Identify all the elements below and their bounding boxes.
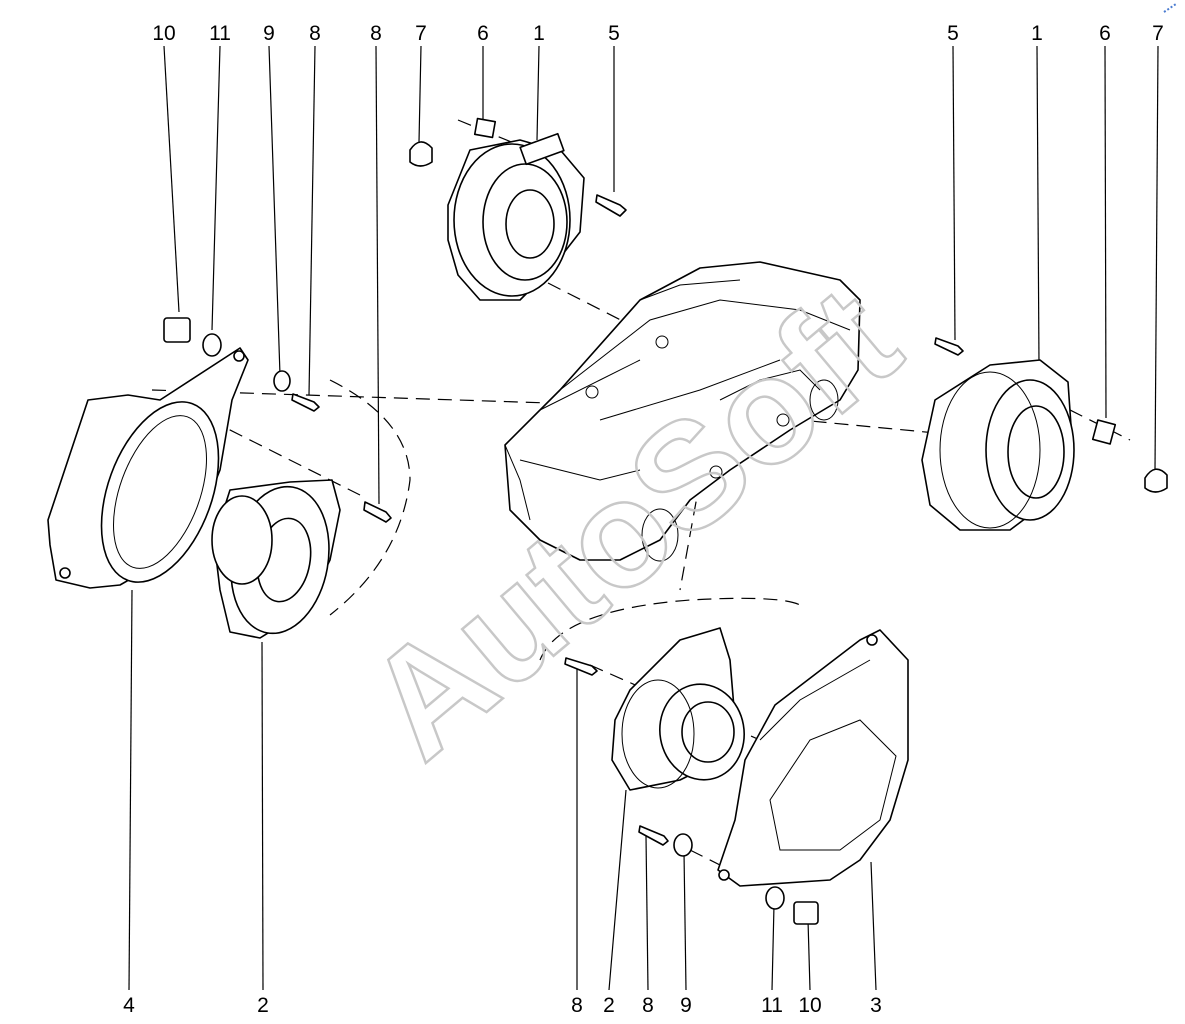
callout-8-bottom-b: 8 bbox=[642, 994, 654, 1017]
speaker-right bbox=[921, 359, 1075, 531]
callout-8-top-b: 8 bbox=[370, 22, 382, 45]
screw-left bbox=[291, 393, 392, 523]
callouts-bottom: 4 2 8 2 8 9 11 10 3 bbox=[123, 994, 882, 1017]
speaker-left bbox=[211, 479, 341, 639]
car-illustration bbox=[504, 261, 861, 562]
screw-right bbox=[934, 337, 964, 356]
callout-2-bottom-b: 2 bbox=[603, 994, 615, 1017]
callouts-top: 10 11 9 8 8 7 6 1 5 5 1 6 7 bbox=[152, 22, 1164, 45]
screw-top-center bbox=[595, 194, 627, 217]
callout-11-bottom: 11 bbox=[761, 994, 783, 1017]
clip-right bbox=[1144, 468, 1168, 493]
callout-7-top-a: 7 bbox=[415, 22, 427, 45]
callout-5-top-b: 5 bbox=[947, 22, 959, 45]
speaker-bracket-bottom bbox=[717, 629, 909, 887]
callout-3-bottom: 3 bbox=[870, 994, 882, 1017]
speaker-bracket-left bbox=[47, 347, 249, 589]
nut-bottom bbox=[793, 901, 819, 925]
nut-top-center bbox=[473, 117, 497, 139]
nut-left bbox=[163, 317, 191, 343]
clip-top-center bbox=[409, 141, 433, 167]
callout-11-top: 11 bbox=[209, 22, 231, 45]
callout-10-top: 10 bbox=[152, 22, 175, 45]
callout-1-top-b: 1 bbox=[1031, 22, 1043, 45]
callout-1-top-a: 1 bbox=[533, 22, 545, 45]
leader-lines bbox=[128, 45, 1159, 991]
speaker-bottom bbox=[611, 627, 745, 791]
callout-8-top-a: 8 bbox=[309, 22, 321, 45]
callout-6-top-a: 6 bbox=[477, 22, 489, 45]
front-speaker-top bbox=[447, 132, 585, 301]
washer-bottom bbox=[673, 833, 785, 910]
callout-6-top-b: 6 bbox=[1099, 22, 1111, 45]
callout-9-bottom: 9 bbox=[680, 994, 692, 1017]
callout-8-bottom-a: 8 bbox=[571, 994, 583, 1017]
callout-4-bottom: 4 bbox=[123, 994, 135, 1017]
washer-left bbox=[202, 333, 291, 392]
nut-right bbox=[1091, 419, 1117, 445]
callout-9-top: 9 bbox=[263, 22, 275, 45]
screw-bottom bbox=[564, 657, 669, 846]
callout-5-top-a: 5 bbox=[608, 22, 620, 45]
callout-2-bottom-a: 2 bbox=[257, 994, 269, 1017]
corner-mark bbox=[1163, 3, 1177, 13]
callout-10-bottom: 10 bbox=[798, 994, 821, 1017]
callout-7-top-b: 7 bbox=[1152, 22, 1164, 45]
